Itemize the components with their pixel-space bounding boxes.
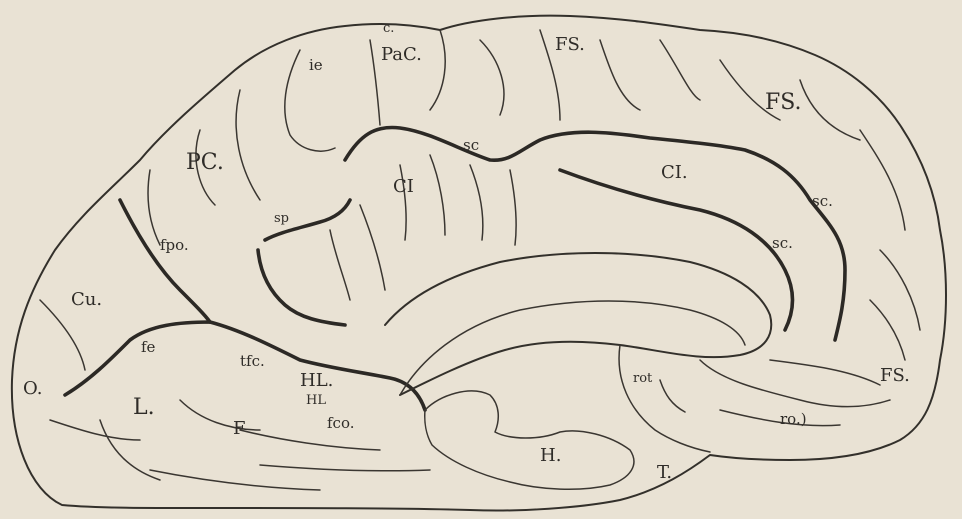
- label-rot: rot: [633, 372, 652, 385]
- label-hl-upper: HL.: [300, 372, 333, 390]
- label-fco: fco.: [327, 416, 355, 431]
- label-ci-left: CI: [393, 178, 414, 196]
- label-fs-bottom: FS.: [880, 367, 910, 385]
- label-c: c.: [383, 22, 394, 35]
- label-hl-lower: HL: [306, 394, 326, 407]
- label-sc-top: sc: [463, 138, 479, 153]
- label-sp: sp: [274, 212, 289, 225]
- callosomarginal-sulcus: [345, 127, 845, 340]
- label-fpo: fpo.: [160, 238, 189, 253]
- label-cu: Cu.: [71, 291, 102, 309]
- label-ie: ie: [309, 58, 323, 73]
- label-sc-right1: sc.: [812, 194, 833, 209]
- hippocampal-region: [425, 391, 634, 489]
- label-fs-right: FS.: [765, 92, 802, 114]
- label-ro: ro.): [780, 412, 807, 427]
- fornix-curve: [400, 301, 745, 395]
- gyral-lines-cingulate: [330, 155, 516, 300]
- label-sc-right2: sc.: [772, 236, 793, 251]
- rhinal-sulcus: [660, 380, 685, 412]
- label-fs-top: FS.: [555, 36, 585, 54]
- label-ci-right: CI.: [661, 164, 688, 182]
- subparietal-sulcus: [258, 200, 350, 325]
- label-l: L.: [133, 397, 155, 419]
- label-h: H.: [540, 447, 561, 465]
- label-o: O.: [23, 380, 42, 398]
- label-pc: PC.: [186, 152, 224, 174]
- label-pac: PaC.: [381, 46, 422, 64]
- label-fe: fe: [141, 340, 155, 355]
- temporal-inner-line: [619, 345, 710, 452]
- label-t: T.: [657, 464, 672, 482]
- gyral-lines-frontal: [430, 30, 920, 360]
- corpus-callosum: [385, 253, 771, 395]
- callosal-sulcus-inner: [560, 170, 793, 330]
- label-tfc: tfc.: [240, 354, 265, 369]
- gyral-lines-parietal: [148, 40, 380, 245]
- label-f: F: [233, 420, 246, 438]
- brain-outer-contour: [12, 16, 946, 511]
- parieto-occipital-sulcus: [120, 200, 210, 322]
